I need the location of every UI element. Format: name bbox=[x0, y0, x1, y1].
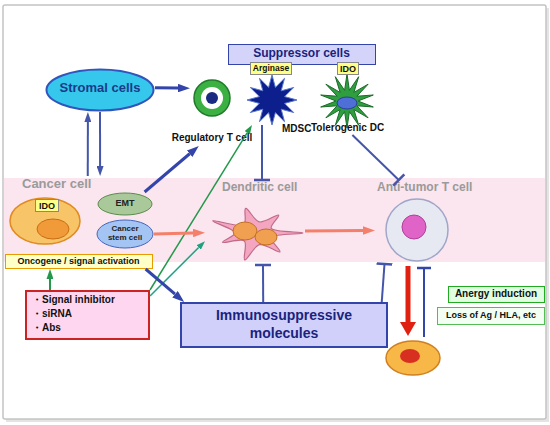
cell-outline bbox=[10, 198, 80, 244]
node-label: ・siRNA bbox=[32, 308, 72, 320]
arrow-connector bbox=[99, 112, 101, 166]
cell-nucleus bbox=[233, 222, 257, 240]
anergic-cell bbox=[386, 341, 440, 375]
effect-box: Loss of Ag / HLA, etc bbox=[437, 307, 545, 325]
inhibition-connector bbox=[261, 125, 263, 180]
inhibition-line bbox=[423, 268, 425, 337]
arrow-connector bbox=[154, 232, 193, 236]
node-label: EMT bbox=[97, 198, 153, 208]
cell-outline bbox=[194, 80, 230, 116]
cell-ellipse: Stromal cells bbox=[45, 68, 155, 112]
cell-node: Anti-tumor T cell bbox=[375, 180, 470, 264]
arrow-connector bbox=[305, 229, 363, 232]
node-label: IDO bbox=[36, 201, 58, 211]
cell-node: MDSCArginase bbox=[247, 75, 297, 125]
arrow-connector bbox=[155, 86, 178, 89]
cell-node: Regulatory T cell bbox=[190, 78, 234, 146]
anergy-arrow-head bbox=[400, 322, 416, 336]
inhibition-connector bbox=[382, 264, 385, 302]
node-label: Oncogene / signal activation bbox=[6, 256, 151, 266]
cell-outline bbox=[321, 74, 374, 128]
cell-ellipse: EMT bbox=[97, 192, 153, 216]
node-shape bbox=[247, 75, 297, 125]
inhibition-connector bbox=[262, 265, 264, 302]
inhibition-connector bbox=[352, 135, 398, 180]
cell-nucleus bbox=[402, 215, 426, 239]
anergy-arrow-line bbox=[406, 266, 411, 323]
node-label: ・Signal inhibitor bbox=[32, 294, 115, 306]
cell-ellipse: Cancer stem cell bbox=[96, 219, 154, 249]
node-label: Tolerogenic DC bbox=[311, 122, 383, 134]
node-label: Suppressor cells bbox=[229, 47, 374, 61]
arrow-connector bbox=[87, 122, 89, 176]
arrow-connector bbox=[150, 133, 247, 290]
effect-box: Anergy induction bbox=[448, 286, 545, 303]
tumor-band bbox=[4, 178, 545, 262]
cell-outline bbox=[386, 199, 448, 261]
node-label: Cancer cell bbox=[22, 177, 91, 192]
enzyme-tag: Arginase bbox=[250, 62, 292, 75]
inhibition-bar bbox=[417, 267, 431, 270]
cell-node: Tolerogenic DCIDO bbox=[320, 75, 374, 135]
enzyme-tag: IDO bbox=[337, 62, 359, 75]
node-label: Dendritic cell bbox=[222, 181, 297, 195]
cell-body bbox=[201, 87, 223, 109]
node-label: Loss of Ag / HLA, etc bbox=[438, 310, 544, 320]
node-label: Cancer stem cell bbox=[105, 224, 145, 242]
node-label: Stromal cells bbox=[45, 81, 155, 96]
molecule-box: Immunosuppressive molecules bbox=[180, 302, 388, 348]
arrow-connector bbox=[150, 248, 199, 296]
node-label: ・Abs bbox=[32, 322, 61, 334]
node-label: Regulatory T cell bbox=[160, 132, 264, 144]
cell-outline bbox=[97, 220, 153, 248]
node-label: Immunosuppressive molecules bbox=[194, 307, 374, 342]
enzyme-tag: IDO bbox=[35, 199, 59, 212]
cell-outline bbox=[98, 193, 152, 215]
cell-outline bbox=[213, 208, 303, 260]
node-label: Anti-tumor T cell bbox=[377, 181, 472, 195]
cell-nucleus bbox=[255, 229, 277, 245]
label-box: Oncogene / signal activation bbox=[5, 254, 153, 269]
frame bbox=[3, 5, 546, 419]
arrow-connector bbox=[145, 154, 190, 192]
arrow-connector bbox=[146, 269, 175, 294]
cell-nucleus bbox=[206, 92, 218, 104]
cell-outline bbox=[247, 75, 297, 125]
node-label: Anergy induction bbox=[449, 288, 543, 300]
node-label: MDSC bbox=[282, 123, 311, 135]
node-label: Arginase bbox=[251, 64, 291, 74]
node-label: IDO bbox=[338, 64, 358, 74]
cell-nucleus bbox=[337, 97, 357, 109]
therapy-box: ・Signal inhibitor ・siRNA ・Abs bbox=[25, 290, 150, 340]
anergic-nucleus bbox=[400, 349, 420, 363]
cell-node: Dendritic cell bbox=[205, 180, 305, 265]
cell-node: Cancer cellIDO bbox=[7, 176, 102, 246]
arrow-connector bbox=[49, 279, 51, 290]
cell-nucleus bbox=[37, 219, 69, 239]
